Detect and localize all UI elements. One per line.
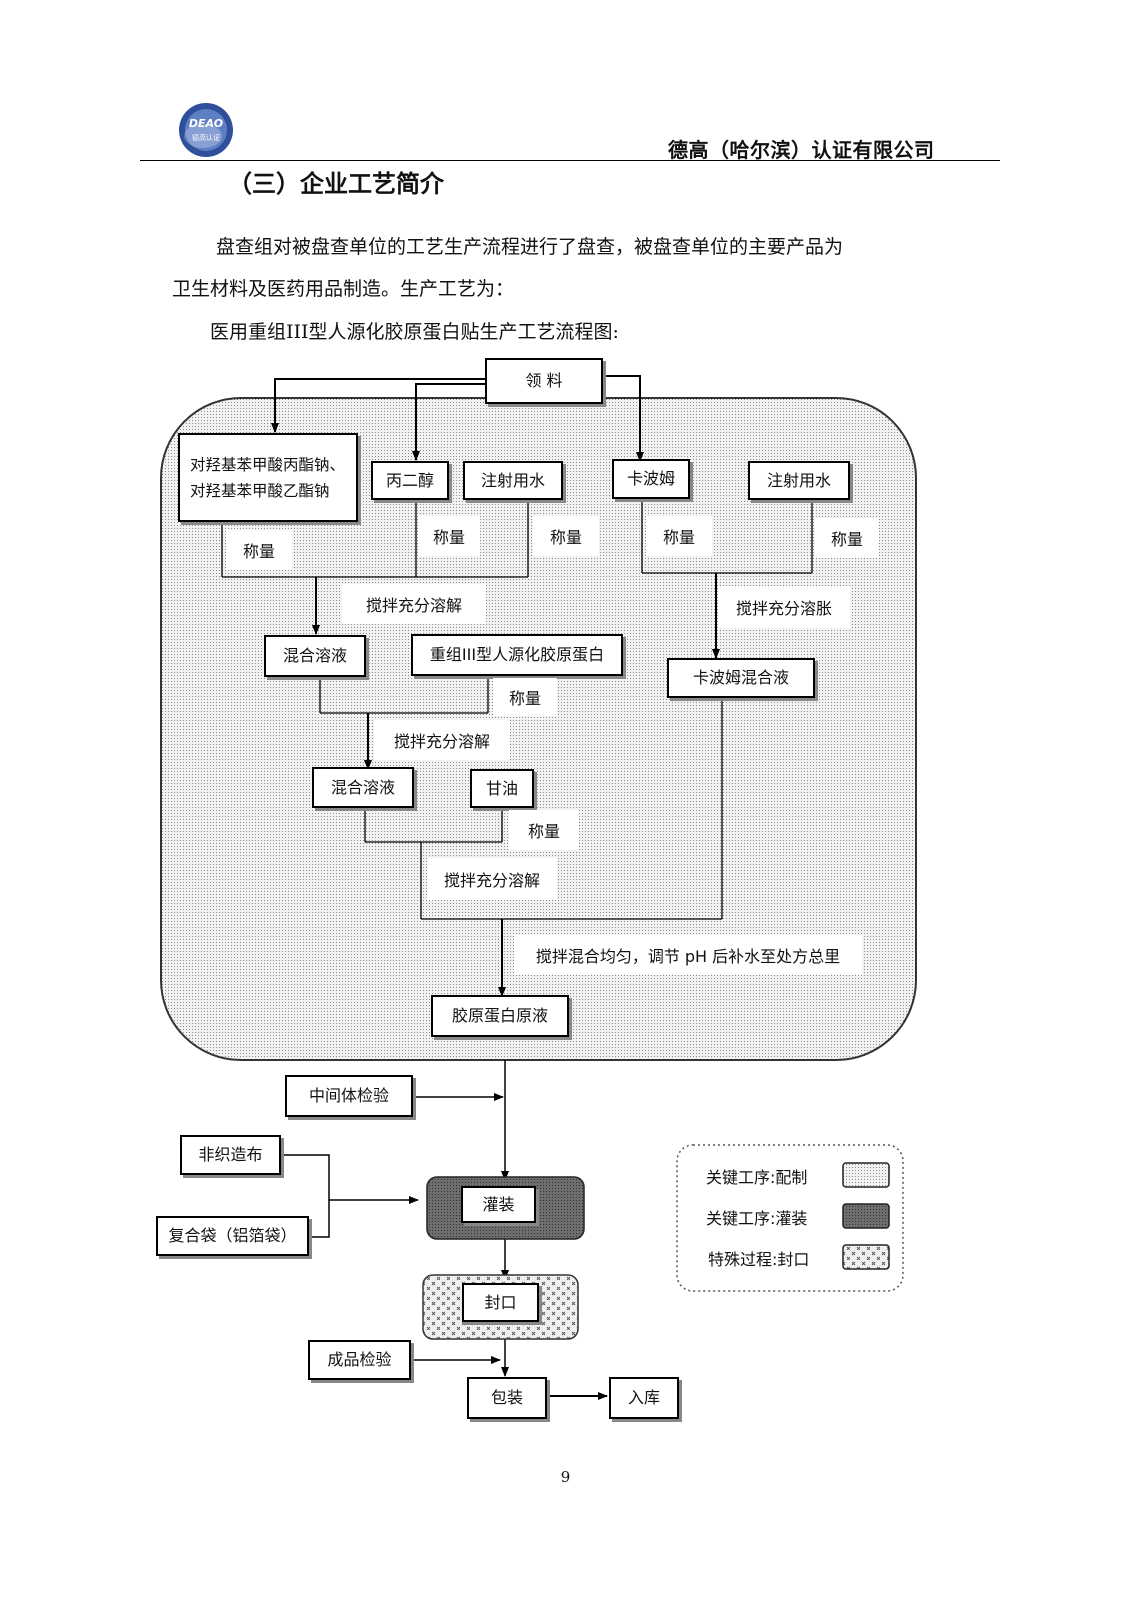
node-filling: 灌装	[461, 1186, 536, 1223]
intro-paragraph-line-2: 卫生材料及医药用品制造。生产工艺为：	[172, 278, 515, 300]
node-final-test: 成品检验	[308, 1340, 411, 1380]
label-weigh-4: 称量	[646, 516, 712, 556]
label-weigh-7: 称量	[509, 810, 579, 850]
page-number: 9	[560, 1468, 571, 1486]
node-propylene-glycol: 丙二醇	[371, 461, 449, 500]
node-mixed-solution-2: 混合溶液	[312, 767, 414, 808]
company-logo: DEAO 德高认证	[179, 103, 233, 157]
legend-label-preparation: 关键工序:配制	[706, 1168, 808, 1187]
node-lingliao: 领 料	[485, 358, 603, 404]
intro-paragraph-line-1: 盘查组对被盘查单位的工艺生产流程进行了盘查，被盘查单位的主要产品为	[216, 236, 844, 258]
legend-swatch-preparation	[842, 1162, 890, 1188]
node-sealing: 封口	[462, 1283, 539, 1322]
node-intermediate-test: 中间体检验	[285, 1075, 413, 1117]
node-collagen: 重组III型人源化胶原蛋白	[411, 634, 623, 676]
flowchart-caption: 医用重组III型人源化胶原蛋白贴生产工艺流程图:	[210, 321, 619, 343]
label-stir-dissolve-3: 搅拌充分溶解	[427, 858, 557, 900]
legend-label-filling: 关键工序:灌装	[706, 1209, 808, 1228]
node-packing: 包装	[467, 1377, 547, 1419]
label-weigh-5: 称量	[815, 518, 879, 558]
node-collagen-stock: 胶原蛋白原液	[431, 995, 569, 1037]
label-weigh-3: 称量	[533, 516, 599, 556]
header-divider	[140, 160, 1000, 161]
node-water-2: 注射用水	[748, 461, 850, 500]
node-storage: 入库	[609, 1377, 679, 1419]
label-stir-swell: 搅拌充分溶胀	[718, 586, 850, 628]
label-weigh-1: 称量	[226, 530, 292, 570]
node-paraben: 对羟基苯甲酸丙酯钠、对羟基苯甲酸乙酯钠	[178, 433, 358, 522]
svg-text:DEAO: DEAO	[189, 117, 223, 130]
node-glycerin: 甘油	[470, 769, 534, 808]
label-final-mix: 搅拌混合均匀，调节 pH 后补水至处方总里	[514, 935, 862, 975]
legend-swatch-filling	[842, 1203, 890, 1229]
label-stir-dissolve-2: 搅拌充分溶解	[374, 720, 510, 760]
node-composite-bag: 复合袋（铝箔袋）	[156, 1216, 309, 1256]
company-name: 德高（哈尔滨）认证有限公司	[668, 138, 935, 162]
section-heading: （三）企业工艺简介	[228, 170, 444, 198]
svg-text:德高认证: 德高认证	[192, 133, 220, 142]
node-carbomer: 卡波姆	[612, 459, 690, 499]
node-mixed-solution-1: 混合溶液	[264, 635, 366, 677]
node-carbomer-mix: 卡波姆混合液	[667, 658, 815, 698]
label-weigh-2: 称量	[418, 516, 480, 556]
legend-label-sealing: 特殊过程:封口	[708, 1250, 810, 1269]
node-nonwoven: 非织造布	[180, 1135, 281, 1175]
label-weigh-6: 称量	[493, 678, 557, 716]
label-stir-dissolve-1: 搅拌充分溶解	[342, 584, 486, 624]
node-water-1: 注射用水	[463, 461, 563, 500]
legend-swatch-sealing	[842, 1244, 890, 1270]
